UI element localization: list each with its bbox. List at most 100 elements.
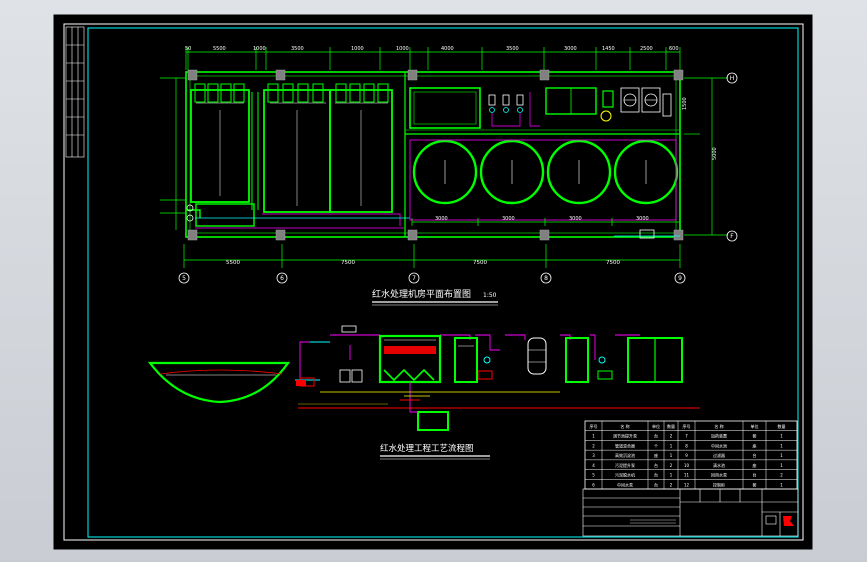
- table-cell: 10: [684, 463, 690, 468]
- table-cell: 台: [753, 472, 757, 478]
- table-cell: 座: [753, 462, 757, 468]
- table-cell: 污泥脱水机: [615, 472, 635, 478]
- table-cell: 8: [685, 443, 688, 448]
- process-sludge-box: [400, 382, 449, 431]
- major-dim-4: 7500: [606, 260, 620, 266]
- table-cell: 5: [592, 473, 595, 478]
- table-cell: 7: [685, 434, 688, 439]
- table-cell: 1: [780, 434, 783, 439]
- top-dim-3: 1000: [253, 46, 266, 52]
- table-cell: 9: [685, 453, 688, 458]
- plan-scale: 1:50: [483, 292, 497, 299]
- table-header-cell: 名 称: [620, 423, 629, 429]
- floor-plan: 50 5500 1000 3500 1000 1000 4000 3500 30…: [160, 46, 738, 306]
- structural-columns: [187, 69, 684, 241]
- bottom-minor-dimension: [411, 218, 681, 226]
- table-cell: 座: [654, 452, 658, 458]
- sedimentation-tanks: [190, 89, 393, 213]
- table-header-cell: 数量: [778, 423, 786, 429]
- right-dim-total: 5000: [712, 147, 718, 160]
- sludge-line-plan: [195, 213, 404, 229]
- process-dosing-boxes: [339, 325, 363, 383]
- axis-label-9: 9: [678, 275, 682, 282]
- table-cell: 4: [592, 463, 595, 468]
- minor-dim-4: 3000: [636, 216, 649, 222]
- axis-bubbles: [178, 272, 686, 284]
- table-header-cell: 单位: [751, 423, 759, 429]
- table-cell: 管道混合器: [615, 442, 635, 448]
- right-axis-label-f: F: [730, 233, 734, 240]
- table-cell: 中间水池: [711, 442, 727, 448]
- dosing-units: [488, 92, 540, 127]
- table-cell: 台: [654, 472, 658, 478]
- building-walls: [185, 71, 681, 238]
- drain-elements: [614, 229, 680, 239]
- axis-label-6: 6: [280, 275, 284, 282]
- process-title: 红水处理工程工艺流程图: [380, 443, 474, 454]
- top-dim-2: 5500: [213, 46, 226, 52]
- table-cell: 台: [654, 433, 658, 439]
- inner-frame: [87, 27, 799, 538]
- table-cell: 控制柜: [713, 481, 725, 487]
- process-intermediate-tank: [454, 337, 478, 383]
- table-cell: 6: [592, 482, 595, 487]
- major-dim-2: 7500: [341, 260, 355, 266]
- table-cell: 套: [753, 481, 757, 487]
- right-dim-part: 1500: [682, 97, 688, 110]
- minor-dim-1: 3000: [435, 216, 448, 222]
- right-axis-label-h: H: [730, 75, 735, 82]
- control-cabinets: [620, 87, 672, 117]
- table-header-cell: 名 称: [714, 423, 723, 429]
- table-cell: 加药装置: [711, 433, 727, 439]
- table-header-cell: 数量: [667, 423, 675, 429]
- binding-strip: [65, 26, 85, 158]
- table-cell: 1: [670, 453, 673, 458]
- top-dim-9: 3000: [564, 46, 577, 52]
- top-dimension-chain: [185, 47, 681, 70]
- table-cell: 1: [780, 453, 783, 458]
- table-cell: 1: [780, 443, 783, 448]
- table-cell: 11: [684, 473, 690, 478]
- right-dimension-chain: [684, 77, 728, 236]
- left-leaders: [160, 77, 186, 230]
- table-header-cell: 单位: [652, 423, 660, 429]
- process-filter-vessel: [527, 337, 547, 375]
- table-cell: 套: [753, 433, 757, 439]
- top-dim-4: 3500: [291, 46, 304, 52]
- table-cell: 1: [780, 482, 783, 487]
- filter-center-marks: [444, 160, 647, 184]
- table-cell: 座: [753, 442, 757, 448]
- table-cell: 2: [670, 463, 673, 468]
- process-sedimentation-tank: [378, 334, 442, 384]
- collection-pit: [147, 361, 291, 404]
- minor-dim-3: 3000: [569, 216, 582, 222]
- top-dim-12: 600: [669, 46, 679, 52]
- title-block: [582, 488, 799, 537]
- process-clear-water-tank: [565, 337, 683, 383]
- table-cell: 1: [670, 443, 673, 448]
- table-cell: 2: [780, 473, 783, 478]
- table-cell: 2: [670, 434, 673, 439]
- process-flow-diagram: 红水处理工程工艺流程图: [147, 325, 700, 460]
- plan-title: 红水处理机房平面布置图: [372, 288, 471, 300]
- table-cell: 回用水泵: [711, 472, 727, 478]
- minor-dim-2: 3000: [502, 216, 515, 222]
- table-header-cell: 序号: [590, 423, 598, 429]
- bottom-dimension-chain: [183, 244, 681, 268]
- left-valves: [186, 204, 194, 222]
- table-cell: 1: [780, 463, 783, 468]
- right-bubbles: [726, 72, 738, 242]
- axis-label-5: 5: [182, 275, 186, 282]
- outer-frame: [63, 23, 804, 541]
- table-cell: 高效沉淀池: [615, 452, 635, 458]
- equipment-room: [409, 87, 614, 129]
- filter-pipe-frame: [409, 139, 677, 221]
- top-dim-1: 50: [185, 46, 191, 52]
- dosing-bottom-chamber: [186, 203, 255, 227]
- top-dim-6: 1000: [396, 46, 409, 52]
- top-dim-11: 2500: [640, 46, 653, 52]
- table-cell: 中间水泵: [617, 481, 633, 487]
- table-cell: 12: [684, 482, 690, 487]
